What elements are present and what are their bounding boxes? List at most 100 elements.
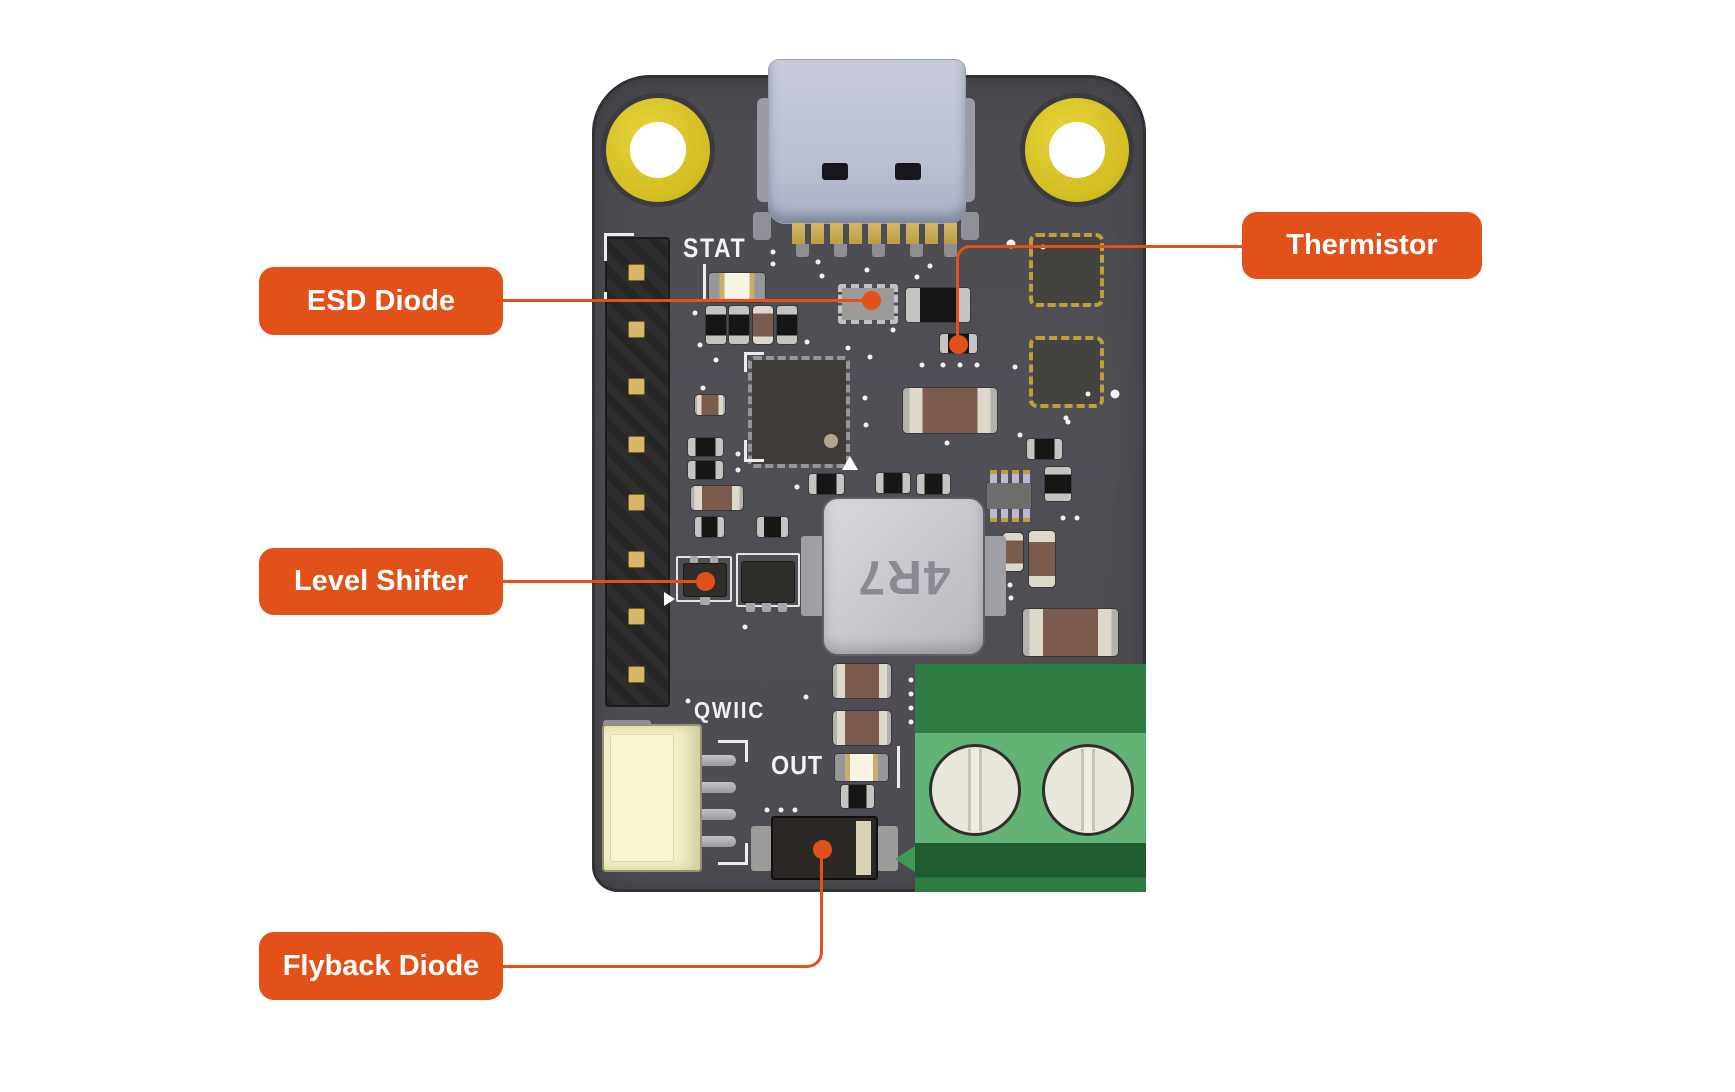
capacitor-large bbox=[903, 388, 997, 433]
sot-leg bbox=[762, 601, 771, 612]
via-dot bbox=[1006, 239, 1016, 249]
usb-mount-tab-right bbox=[961, 212, 979, 240]
usb-slot-right bbox=[895, 163, 921, 180]
callout-thermistor: Thermistor bbox=[1242, 212, 1482, 279]
terminal-screw bbox=[1042, 744, 1134, 836]
usb-pin-stub bbox=[796, 244, 809, 257]
terminal-screw bbox=[929, 744, 1021, 836]
callout-label: ESD Diode bbox=[306, 284, 456, 317]
via-dot bbox=[1063, 415, 1069, 421]
passive-component bbox=[688, 438, 723, 456]
inductor-terminal bbox=[801, 536, 824, 616]
via-dot bbox=[792, 807, 798, 813]
via-dot bbox=[770, 249, 776, 255]
callout-esd-diode: ESD Diode bbox=[259, 267, 503, 335]
via-dot bbox=[908, 677, 914, 683]
usb-c-connector bbox=[769, 60, 965, 223]
ic-chip bbox=[1029, 336, 1104, 408]
via-dot bbox=[692, 310, 698, 316]
passive-component bbox=[757, 517, 788, 537]
usb-pin-stub bbox=[834, 244, 847, 257]
silkscreen-bracket bbox=[744, 440, 747, 462]
sot-leg bbox=[700, 596, 710, 605]
passive-component bbox=[809, 474, 844, 494]
callout-label: Thermistor bbox=[1286, 229, 1438, 261]
via-dot bbox=[919, 362, 925, 368]
capacitor bbox=[906, 288, 970, 322]
callout-dot-flyback-diode bbox=[813, 840, 832, 859]
sot-leg bbox=[690, 556, 698, 565]
callout-label: Flyback Diode bbox=[282, 949, 480, 982]
via-dot bbox=[1110, 389, 1120, 399]
usb-pin-stub bbox=[910, 244, 923, 257]
via-dot bbox=[735, 467, 741, 473]
main-ic bbox=[748, 356, 850, 468]
silkscreen-bracket bbox=[744, 352, 747, 372]
via-dot bbox=[770, 261, 776, 267]
qwiic-pin bbox=[688, 836, 736, 847]
via-dot bbox=[957, 362, 963, 368]
callout-flyback-diode: Flyback Diode bbox=[259, 932, 503, 1000]
out-led bbox=[835, 754, 888, 781]
capacitor-large bbox=[1023, 609, 1118, 656]
usb-pin bbox=[906, 223, 919, 244]
qwiic-silkscreen-label: QWIIC bbox=[694, 697, 766, 723]
silkscreen-bracket bbox=[604, 233, 607, 261]
silkscreen-bracket bbox=[744, 352, 764, 355]
header-pin-pad bbox=[628, 494, 645, 511]
via-dot bbox=[819, 273, 825, 279]
via-dot bbox=[700, 385, 706, 391]
silkscreen-bracket bbox=[744, 459, 764, 462]
via-dot bbox=[862, 395, 868, 401]
via-dot bbox=[815, 259, 821, 265]
inductor-marking: 4R7 bbox=[856, 550, 951, 603]
via-dot bbox=[764, 807, 770, 813]
ic-pin bbox=[990, 509, 997, 522]
stat-led bbox=[709, 273, 765, 302]
screw-slot bbox=[1081, 749, 1095, 831]
silkscreen-triangle bbox=[842, 456, 858, 470]
via-dot bbox=[713, 357, 719, 363]
usb-pin-stub bbox=[944, 244, 957, 257]
passive-component bbox=[777, 306, 797, 344]
silkscreen-arrow bbox=[664, 592, 675, 606]
via-dot bbox=[794, 484, 800, 490]
via-dot bbox=[927, 263, 933, 269]
via-dot bbox=[1007, 582, 1013, 588]
ic-pin bbox=[1012, 509, 1019, 522]
silkscreen-line bbox=[897, 746, 900, 788]
passive-component bbox=[695, 395, 725, 415]
via-dot bbox=[944, 440, 950, 446]
via-dot bbox=[1065, 419, 1071, 425]
header-pin-pad bbox=[628, 608, 645, 625]
via-dot bbox=[1074, 515, 1080, 521]
leader-line-thermistor bbox=[969, 245, 1242, 248]
via-dot bbox=[697, 342, 703, 348]
passive-component bbox=[841, 785, 874, 808]
header-pin-pad bbox=[628, 551, 645, 568]
passive-component bbox=[706, 306, 726, 344]
via-dot bbox=[864, 267, 870, 273]
leader-corner-flyback-diode bbox=[807, 950, 823, 968]
via-dot bbox=[803, 694, 809, 700]
passive-component bbox=[876, 473, 910, 493]
capacitor bbox=[833, 664, 891, 698]
via-dot bbox=[1012, 364, 1018, 370]
silkscreen-bracket bbox=[718, 862, 748, 865]
header-pin-pad bbox=[628, 264, 645, 281]
diode-pad bbox=[877, 826, 898, 871]
terminal-bottom bbox=[915, 843, 1146, 892]
passive-component bbox=[1027, 439, 1062, 459]
stat-tick-mark bbox=[703, 264, 706, 300]
via-dot bbox=[1008, 595, 1014, 601]
qwiic-connector bbox=[602, 724, 702, 872]
usb-pin bbox=[944, 223, 957, 244]
qwiic-pin bbox=[688, 755, 736, 766]
transistor bbox=[741, 561, 795, 603]
via-dot bbox=[804, 339, 810, 345]
passive-component bbox=[729, 306, 749, 344]
callout-dot-level-shifter bbox=[696, 572, 715, 591]
ic-pin1-dot bbox=[1085, 391, 1091, 397]
usb-pin bbox=[925, 223, 938, 244]
qwiic-pin bbox=[688, 809, 736, 820]
